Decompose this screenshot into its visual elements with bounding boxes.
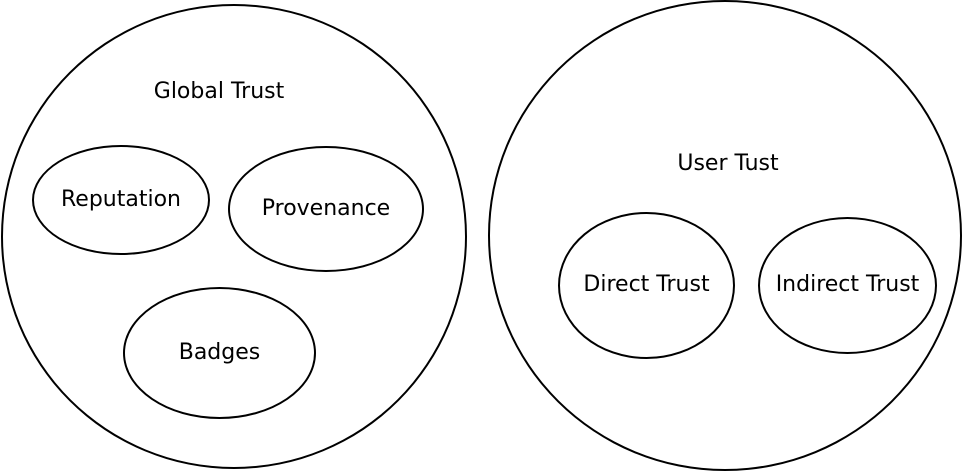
reputation-ellipse: Reputation bbox=[32, 145, 210, 255]
user-trust-circle bbox=[488, 0, 962, 471]
badges-ellipse: Badges bbox=[123, 287, 316, 419]
indirect-trust-ellipse: Indirect Trust bbox=[758, 217, 937, 354]
indirect-trust-label: Indirect Trust bbox=[775, 272, 920, 298]
direct-trust-label: Direct Trust bbox=[583, 272, 710, 298]
user-trust-label: User Tust bbox=[677, 150, 779, 176]
direct-trust-ellipse: Direct Trust bbox=[558, 212, 735, 359]
reputation-label: Reputation bbox=[61, 186, 181, 212]
global-trust-circle bbox=[1, 4, 467, 469]
global-trust-label: Global Trust bbox=[153, 78, 285, 104]
provenance-label: Provenance bbox=[261, 195, 391, 221]
provenance-ellipse: Provenance bbox=[228, 146, 424, 272]
badges-label: Badges bbox=[178, 339, 261, 365]
